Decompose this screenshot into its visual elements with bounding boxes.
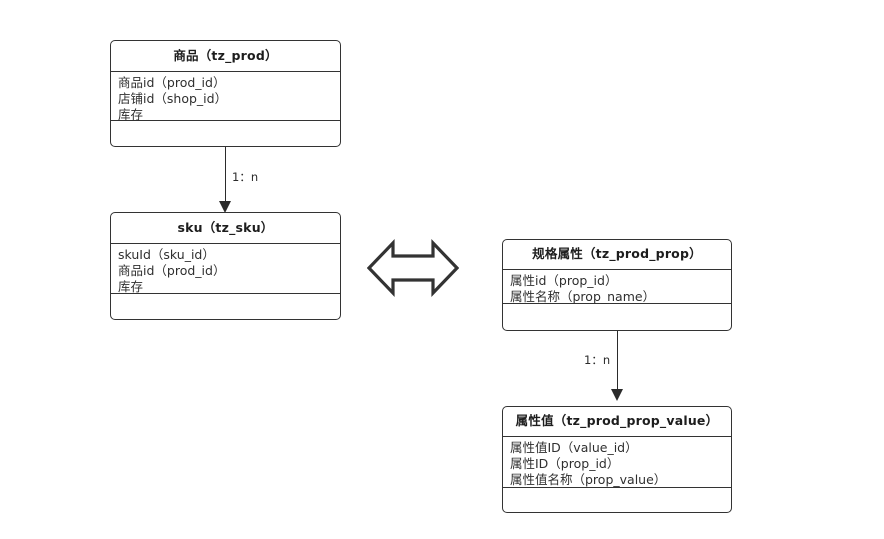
entity-title-tz-prod-prop-value: 属性值（tz_prod_prop_value） [503, 407, 731, 437]
entity-title-tz-prod: 商品（tz_prod） [111, 41, 340, 72]
entity-attribute-row: 属性名称（prop_name） [510, 289, 656, 304]
entity-footer-tz-prod-prop [503, 304, 731, 329]
connector-line [617, 331, 618, 393]
entity-footer-tz-sku [111, 294, 340, 318]
entity-attribute-row: 属性值ID（value_id） [510, 440, 638, 455]
entity-attribute-row: 商品id（prod_id） [118, 75, 226, 90]
entity-attribute-row: 属性值名称（prop_value） [510, 472, 667, 487]
entity-attributes-tz-prod-prop-value: 属性值ID（value_id） 属性ID（prop_id） 属性值名称（prop… [503, 437, 731, 488]
entity-box-tz-prod[interactable]: 商品（tz_prod） 商品id（prod_id） 店铺id（shop_id） … [110, 40, 341, 147]
double-arrow-svg [366, 239, 460, 297]
entity-attributes-tz-sku: skuId（sku_id） 商品id（prod_id） 库存 [111, 244, 340, 294]
entity-attribute-row: skuId（sku_id） [118, 247, 215, 262]
entity-attribute-row: 商品id（prod_id） [118, 263, 226, 278]
entity-footer-tz-prod [111, 121, 340, 145]
entity-box-tz-sku[interactable]: sku（tz_sku） skuId（sku_id） 商品id（prod_id） … [110, 212, 341, 320]
entity-attribute-row: 库存 [118, 107, 144, 122]
arrow-down-icon [218, 201, 231, 213]
entity-title-tz-sku: sku（tz_sku） [111, 213, 340, 244]
connector-line [225, 147, 226, 205]
entity-box-tz-prod-prop[interactable]: 规格属性（tz_prod_prop） 属性id（prop_id） 属性名称（pr… [502, 239, 732, 331]
entity-title-tz-prod-prop: 规格属性（tz_prod_prop） [503, 240, 731, 270]
connector-label-cardinality: 1：n [584, 353, 611, 367]
entity-attributes-tz-prod-prop: 属性id（prop_id） 属性名称（prop_name） [503, 270, 731, 304]
entity-attribute-row: 店铺id（shop_id） [118, 91, 228, 106]
entity-attribute-row: 属性id（prop_id） [510, 273, 618, 288]
entity-attribute-row: 库存 [118, 279, 144, 294]
connector-label-cardinality: 1：n [232, 170, 259, 184]
double-arrow-horizontal-icon [366, 235, 460, 301]
entity-footer-tz-prod-prop-value [503, 488, 731, 511]
entity-attributes-tz-prod: 商品id（prod_id） 店铺id（shop_id） 库存 [111, 72, 340, 122]
arrow-down-icon [610, 389, 623, 401]
entity-attribute-row: 属性ID（prop_id） [510, 456, 620, 471]
entity-box-tz-prod-prop-value[interactable]: 属性值（tz_prod_prop_value） 属性值ID（value_id） … [502, 406, 732, 513]
